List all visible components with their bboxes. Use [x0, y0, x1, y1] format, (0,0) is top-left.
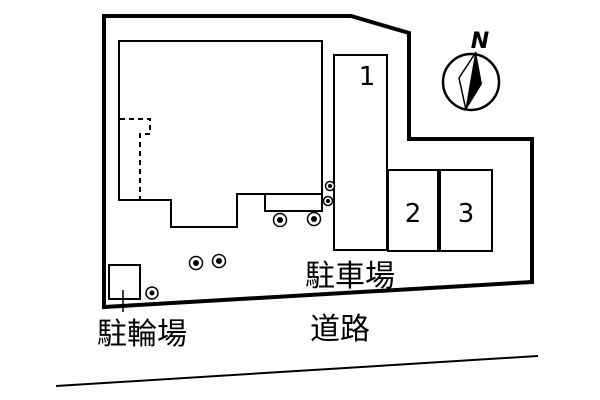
building-outline [118, 40, 323, 228]
tree-icon [145, 286, 159, 300]
building-annex [264, 193, 323, 212]
bicycle-parking-area [108, 264, 141, 312]
parking-space-label: 3 [458, 199, 475, 229]
tree-icon [322, 195, 334, 207]
tree-icon [306, 211, 322, 227]
dashed-boundary-line [120, 118, 151, 200]
parking-space-3: 3 [439, 169, 493, 252]
tree-icon [211, 253, 227, 269]
property-boundary [102, 14, 534, 310]
parking-space-1: 1 [333, 54, 388, 251]
compass-label: N [471, 29, 489, 54]
parking-space-label: 2 [405, 199, 422, 229]
parking-lot-label: 駐車場 [305, 259, 395, 294]
tree-icon [324, 180, 336, 192]
tree-icon [272, 212, 288, 228]
parking-space-label: 1 [359, 62, 376, 92]
road-line [55, 355, 539, 387]
north-arrow-icon: N [441, 29, 501, 112]
bicycle-parking-label: 駐輪場 [97, 317, 187, 352]
tree-icon [188, 255, 204, 271]
parking-space-2: 2 [387, 169, 439, 252]
road-label: 道路 [310, 312, 370, 347]
